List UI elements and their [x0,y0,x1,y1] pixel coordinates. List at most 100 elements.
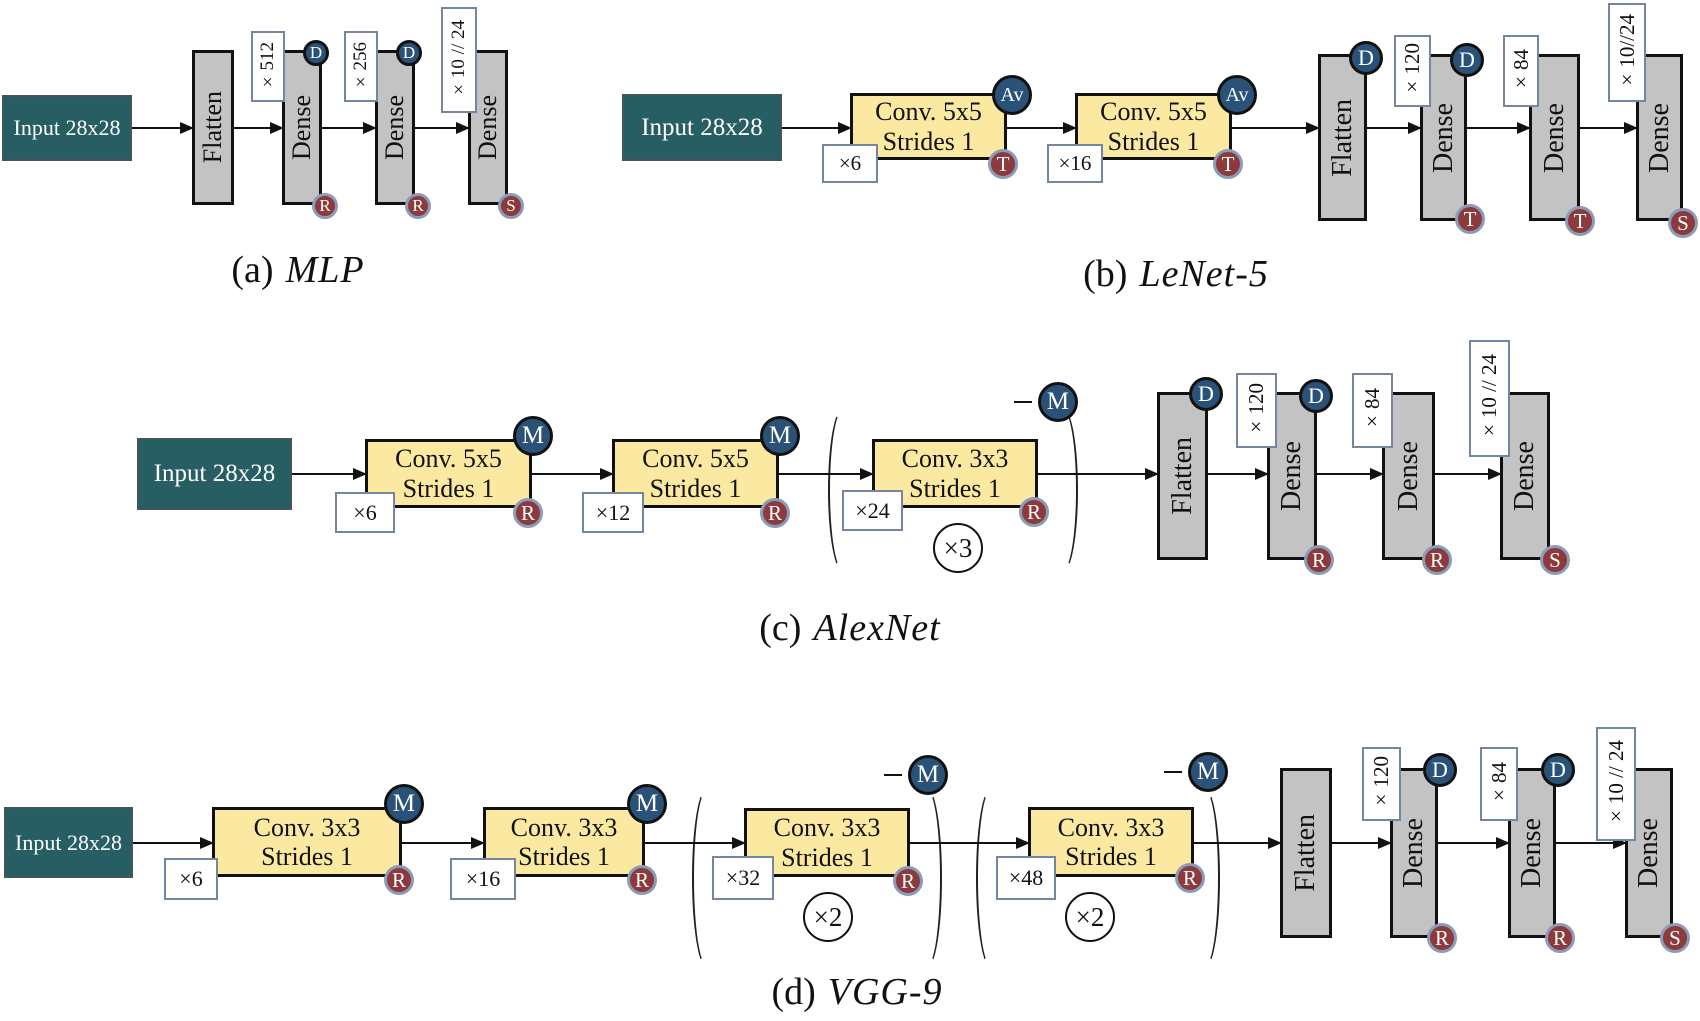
alexnet-group-conv-line1: Conv. 3x3 [901,444,1009,474]
vgg-group1-paren-left [692,788,722,968]
lenet-conv2-filters-text: ×16 [1058,151,1092,175]
arrow [402,836,485,849]
arrow [1556,836,1627,849]
arrow [782,121,852,134]
alexnet-group-paren-left [828,408,858,572]
vgg-conv1-box: Conv. 3x3 Strides 1 [212,807,402,877]
alexnet-conv2-filters-label: ×12 [582,492,644,533]
vgg-conv2-line1: Conv. 3x3 [510,812,618,842]
vgg-dense2-units-label: ×84 [1480,747,1518,821]
vgg-dense3-units-text: ×10 // 24 [1603,739,1628,829]
lenet-flatten-top-badge: D [1349,41,1383,75]
alexnet-conv2-line1: Conv. 5x5 [642,444,749,474]
lenet-dense1-label: Dense [1427,102,1459,173]
lenet-conv1-filters-label: ×6 [822,144,878,183]
alexnet-dense3-label: Dense [1509,441,1540,511]
alexnet-conv2-line2: Strides 1 [649,473,742,503]
lenet-conv2-bottom-badge: T [1213,149,1243,179]
mlp-input-box: Input 28x28 [2,95,132,161]
arrow [1580,121,1638,134]
mlp-dense1-units-label: ×512 [251,31,285,102]
mlp-dense1-units-text: ×512 [257,41,278,92]
lenet-dense1-bottom-badge: T [1455,204,1485,234]
alexnet-input-box: Input 28x28 [137,438,292,510]
alexnet-dense3-units-label: ×10 // 24 [1469,340,1510,457]
vgg-group2-conv-box: Conv. 3x3 Strides 1 [1028,807,1194,877]
alexnet-conv1-filters-text: ×6 [353,499,377,525]
alexnet-input-label: Input 28x28 [153,460,276,487]
vgg-conv2-top-badge: M [627,784,667,824]
arrow [1317,467,1384,480]
arrow [910,836,1030,849]
vgg-group2-paren-left [976,788,1006,968]
mlp-dense2-bottom-badge: R [405,193,431,219]
vgg-conv1-filters-label: ×6 [164,858,218,900]
alexnet-group-top-badge: M [1038,382,1078,422]
mlp-dense2-label: Dense [380,95,409,160]
vgg-group1-filters-text: ×32 [725,865,761,890]
alexnet-conv1-bottom-badge: R [513,498,543,528]
lenet-dense2-units-label: ×84 [1503,35,1539,107]
arrow [1232,121,1320,134]
lenet-input-box: Input 28x28 [622,94,782,161]
caption-d: (d)VGG-9 [657,970,1057,1014]
vgg-group2-paren-right [1190,788,1220,968]
lenet-conv2-line2: Strides 1 [1107,126,1200,156]
alexnet-group-filters-text: ×24 [855,497,890,523]
arrow [133,836,214,849]
alexnet-dense2-units-text: ×84 [1360,388,1384,433]
mlp-dense3-units-label: ×10 // 24 [441,7,477,113]
vgg-input-label: Input 28x28 [15,829,122,855]
alexnet-flatten-top-badge: D [1189,377,1223,411]
caption-a-index: (a) [231,249,274,291]
vgg-dense1-units-label: ×120 [1362,747,1401,821]
alexnet-conv2-top-badge: M [760,416,800,456]
arrow [234,121,284,134]
vgg-conv1-line2: Strides 1 [261,842,353,871]
lenet-flatten-layer: Flatten [1318,54,1367,221]
arrow [645,836,746,849]
mlp-dense2-units-text: ×256 [350,41,371,92]
alexnet-group-paren-right [1048,408,1078,572]
vgg-flatten-layer: Flatten [1280,768,1332,938]
vgg-conv2-filters-text: ×16 [465,866,501,891]
lenet-dense1-top-badge: D [1450,43,1484,77]
lenet-dense2-bottom-badge: T [1565,206,1595,236]
vgg-dense2-units-text: ×84 [1486,761,1511,807]
caption-d-index: (d) [771,971,816,1013]
vgg-conv1-filters-text: ×6 [179,866,203,891]
arrow [1038,467,1159,480]
vgg-dense3-label: Dense [1633,818,1664,888]
lenet-dense1-units-text: ×120 [1400,43,1424,99]
alexnet-dense2-units-label: ×84 [1352,373,1393,448]
lenet-dense3-units-label: ×10//24 [1608,3,1646,102]
lenet-dense2-units-text: ×84 [1508,48,1533,94]
mlp-dense3-bottom-badge: S [498,193,524,219]
lenet-conv2-filters-label: ×16 [1047,144,1103,183]
lenet-dense1-units-label: ×120 [1394,35,1431,107]
arrow [1435,467,1502,480]
caption-c-name: AlexNet [813,607,941,649]
lenet-conv1-line1: Conv. 5x5 [875,97,982,127]
arrow [1007,121,1077,134]
vgg-dense1-bottom-badge: R [1427,923,1457,953]
vgg-group1-filters-label: ×32 [712,856,774,900]
vgg-group1-conv-line2: Strides 1 [781,842,873,872]
vgg-group2-repeat-circle: ×2 [1065,892,1115,942]
arrow [779,467,874,480]
mlp-dense1-top-badge: D [303,40,329,66]
vgg-group1-conv-box: Conv. 3x3 Strides 1 [744,808,910,877]
caption-b: (b)LeNet-5 [976,252,1376,296]
lenet-conv1-line2: Strides 1 [882,126,975,156]
arrow [1467,121,1531,134]
lenet-conv1-top-badge: Av [992,75,1032,115]
lenet-dense3-units-text: ×10//24 [1614,13,1639,92]
lenet-input-label: Input 28x28 [641,113,763,141]
vgg-dense1-units-text: ×120 [1369,756,1393,812]
alexnet-conv2-filters-text: ×12 [595,499,631,525]
vgg-conv1-line1: Conv. 3x3 [253,812,361,842]
arrow [1194,836,1282,849]
alexnet-dense1-bottom-badge: R [1304,545,1334,575]
arrow [1367,121,1422,134]
vgg-dense2-label: Dense [1516,818,1547,888]
